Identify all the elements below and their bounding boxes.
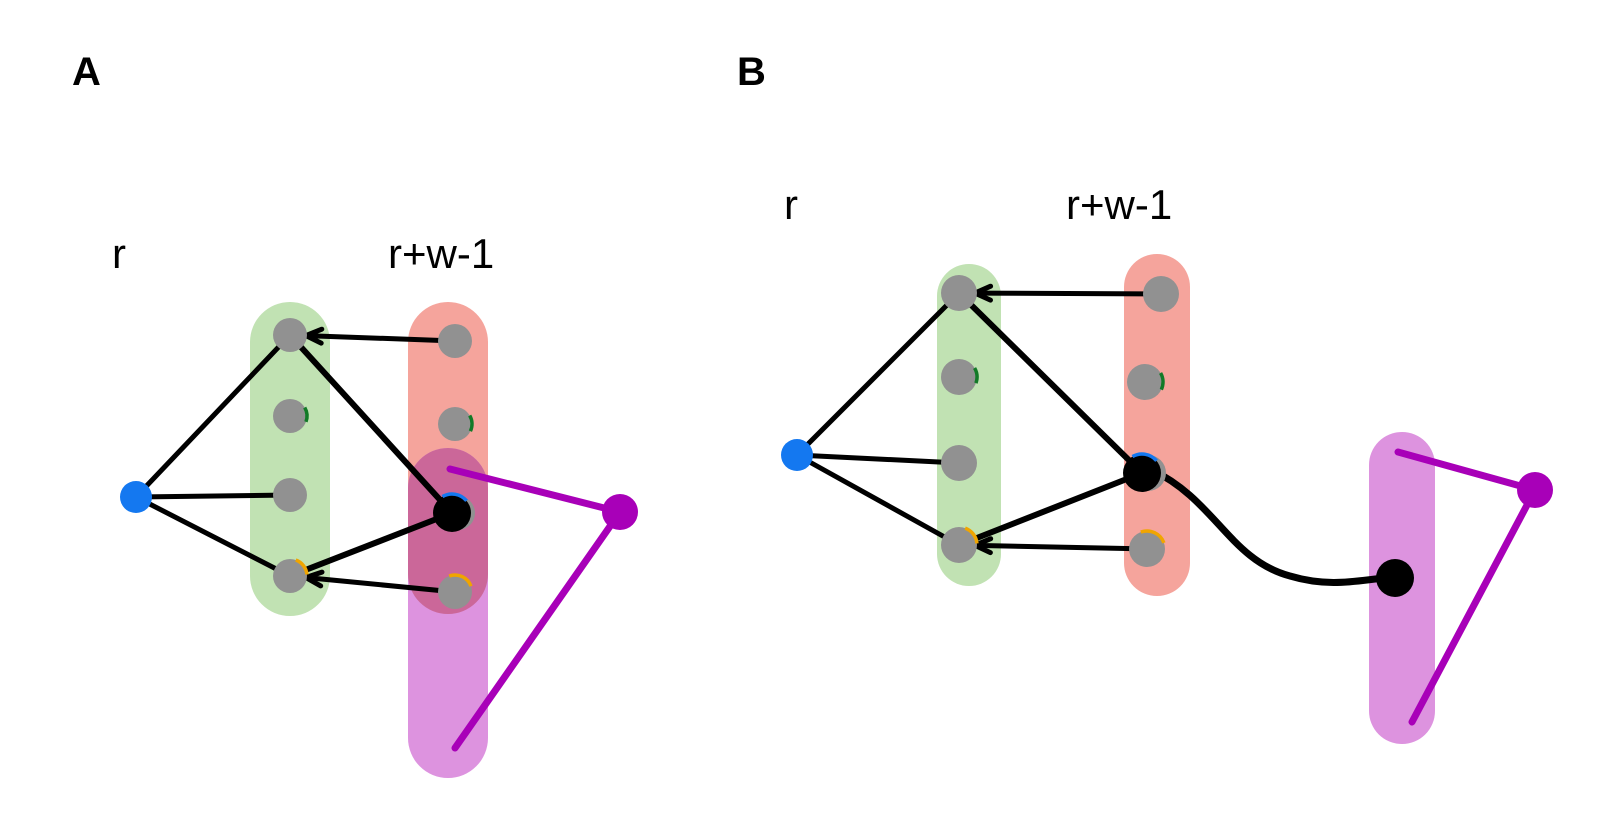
b-edge-red1-to-green1: [972, 290, 1164, 297]
capsules-layer: [250, 254, 1435, 778]
edges-layer: [133, 283, 1539, 752]
b-green-arc-on-red-node2: [1159, 372, 1165, 391]
a-blue-source-node: [120, 481, 152, 513]
b-black-node-red: [1123, 454, 1161, 492]
a-edge-red1-to-green1: [303, 333, 458, 344]
a-edge-black-to-green4: [287, 510, 455, 579]
b-red-capsule: [1124, 254, 1190, 596]
a-green-node-4: [273, 559, 307, 593]
a-label-rw1: r+w-1: [388, 230, 494, 277]
panel-letter-b: B: [737, 50, 766, 94]
b-label-r: r: [784, 181, 798, 228]
a-edge-purple-upper: [446, 465, 624, 516]
a-black-node: [433, 494, 471, 532]
b-edge-blue-to-green3: [794, 452, 962, 466]
a-green-arc-on-red-node2: [468, 414, 474, 432]
b-green-arc-on-green-node2: [973, 367, 979, 384]
a-label-r: r: [112, 230, 126, 277]
panel-letter-a: A: [72, 50, 101, 94]
a-red-node-1: [438, 324, 472, 358]
b-edge-red4-to-green4: [972, 542, 1150, 552]
a-orange-arc-on-red-node4: [448, 573, 473, 587]
labels-layer: Ar r+w-1 Br r+w-1: [72, 50, 1172, 277]
b-green-node-2: [941, 359, 977, 395]
b-edge-black-to-green4: [956, 470, 1145, 548]
a-red-node-2: [438, 407, 472, 441]
a-orange-arc-on-green-node4: [295, 558, 309, 575]
a-green-arc-on-green-node2: [303, 406, 309, 423]
b-edge-purple-lower: [1408, 486, 1539, 726]
a-edge-purple-lower: [451, 508, 624, 752]
a-green-node-2: [273, 399, 307, 433]
b-edge-purple-upper: [1394, 448, 1539, 494]
b-red-node-4: [1129, 531, 1165, 567]
b-blue-source-node: [781, 439, 813, 471]
nodes-layer: [120, 275, 1553, 609]
b-orange-arc-on-red-node4: [1140, 529, 1166, 544]
a-green-node-1: [273, 318, 307, 352]
b-edge-blue-to-green1: [794, 290, 962, 458]
node-arcs-layer: [295, 367, 1166, 587]
a-edge-green1-to-black: [287, 332, 455, 516]
b-edge-green1-to-black: [956, 290, 1145, 476]
a-red-node-4: [438, 575, 472, 609]
b-red-node-2: [1127, 364, 1163, 400]
b-red-node-1: [1143, 276, 1179, 312]
b-label-rw1: r+w-1: [1066, 181, 1172, 228]
a-edge-blue-to-green4: [133, 494, 293, 579]
b-green-node-4: [941, 527, 977, 563]
b-green-node-1: [941, 275, 977, 311]
b-blue-arc-on-black-node: [1131, 452, 1158, 463]
b-green-node-3: [941, 445, 977, 481]
a-edge-blue-to-green3: [133, 492, 293, 500]
b-black-node-violet: [1376, 559, 1414, 597]
a-edge-blue-to-green1: [133, 332, 293, 500]
a-blue-arc-on-black-node: [441, 492, 468, 503]
a-edge-red4-to-green4: [303, 575, 458, 595]
b-orange-arc-on-green-node4: [964, 526, 979, 544]
a-green-capsule: [250, 302, 330, 616]
b-curved-black-edge: [1148, 466, 1389, 586]
b-purple-target-node: [1517, 472, 1553, 508]
b-green-capsule: [937, 264, 1001, 586]
a-purple-target-node: [602, 494, 638, 530]
b-edge-blue-to-green4: [794, 452, 962, 548]
a-green-node-3: [273, 478, 307, 512]
